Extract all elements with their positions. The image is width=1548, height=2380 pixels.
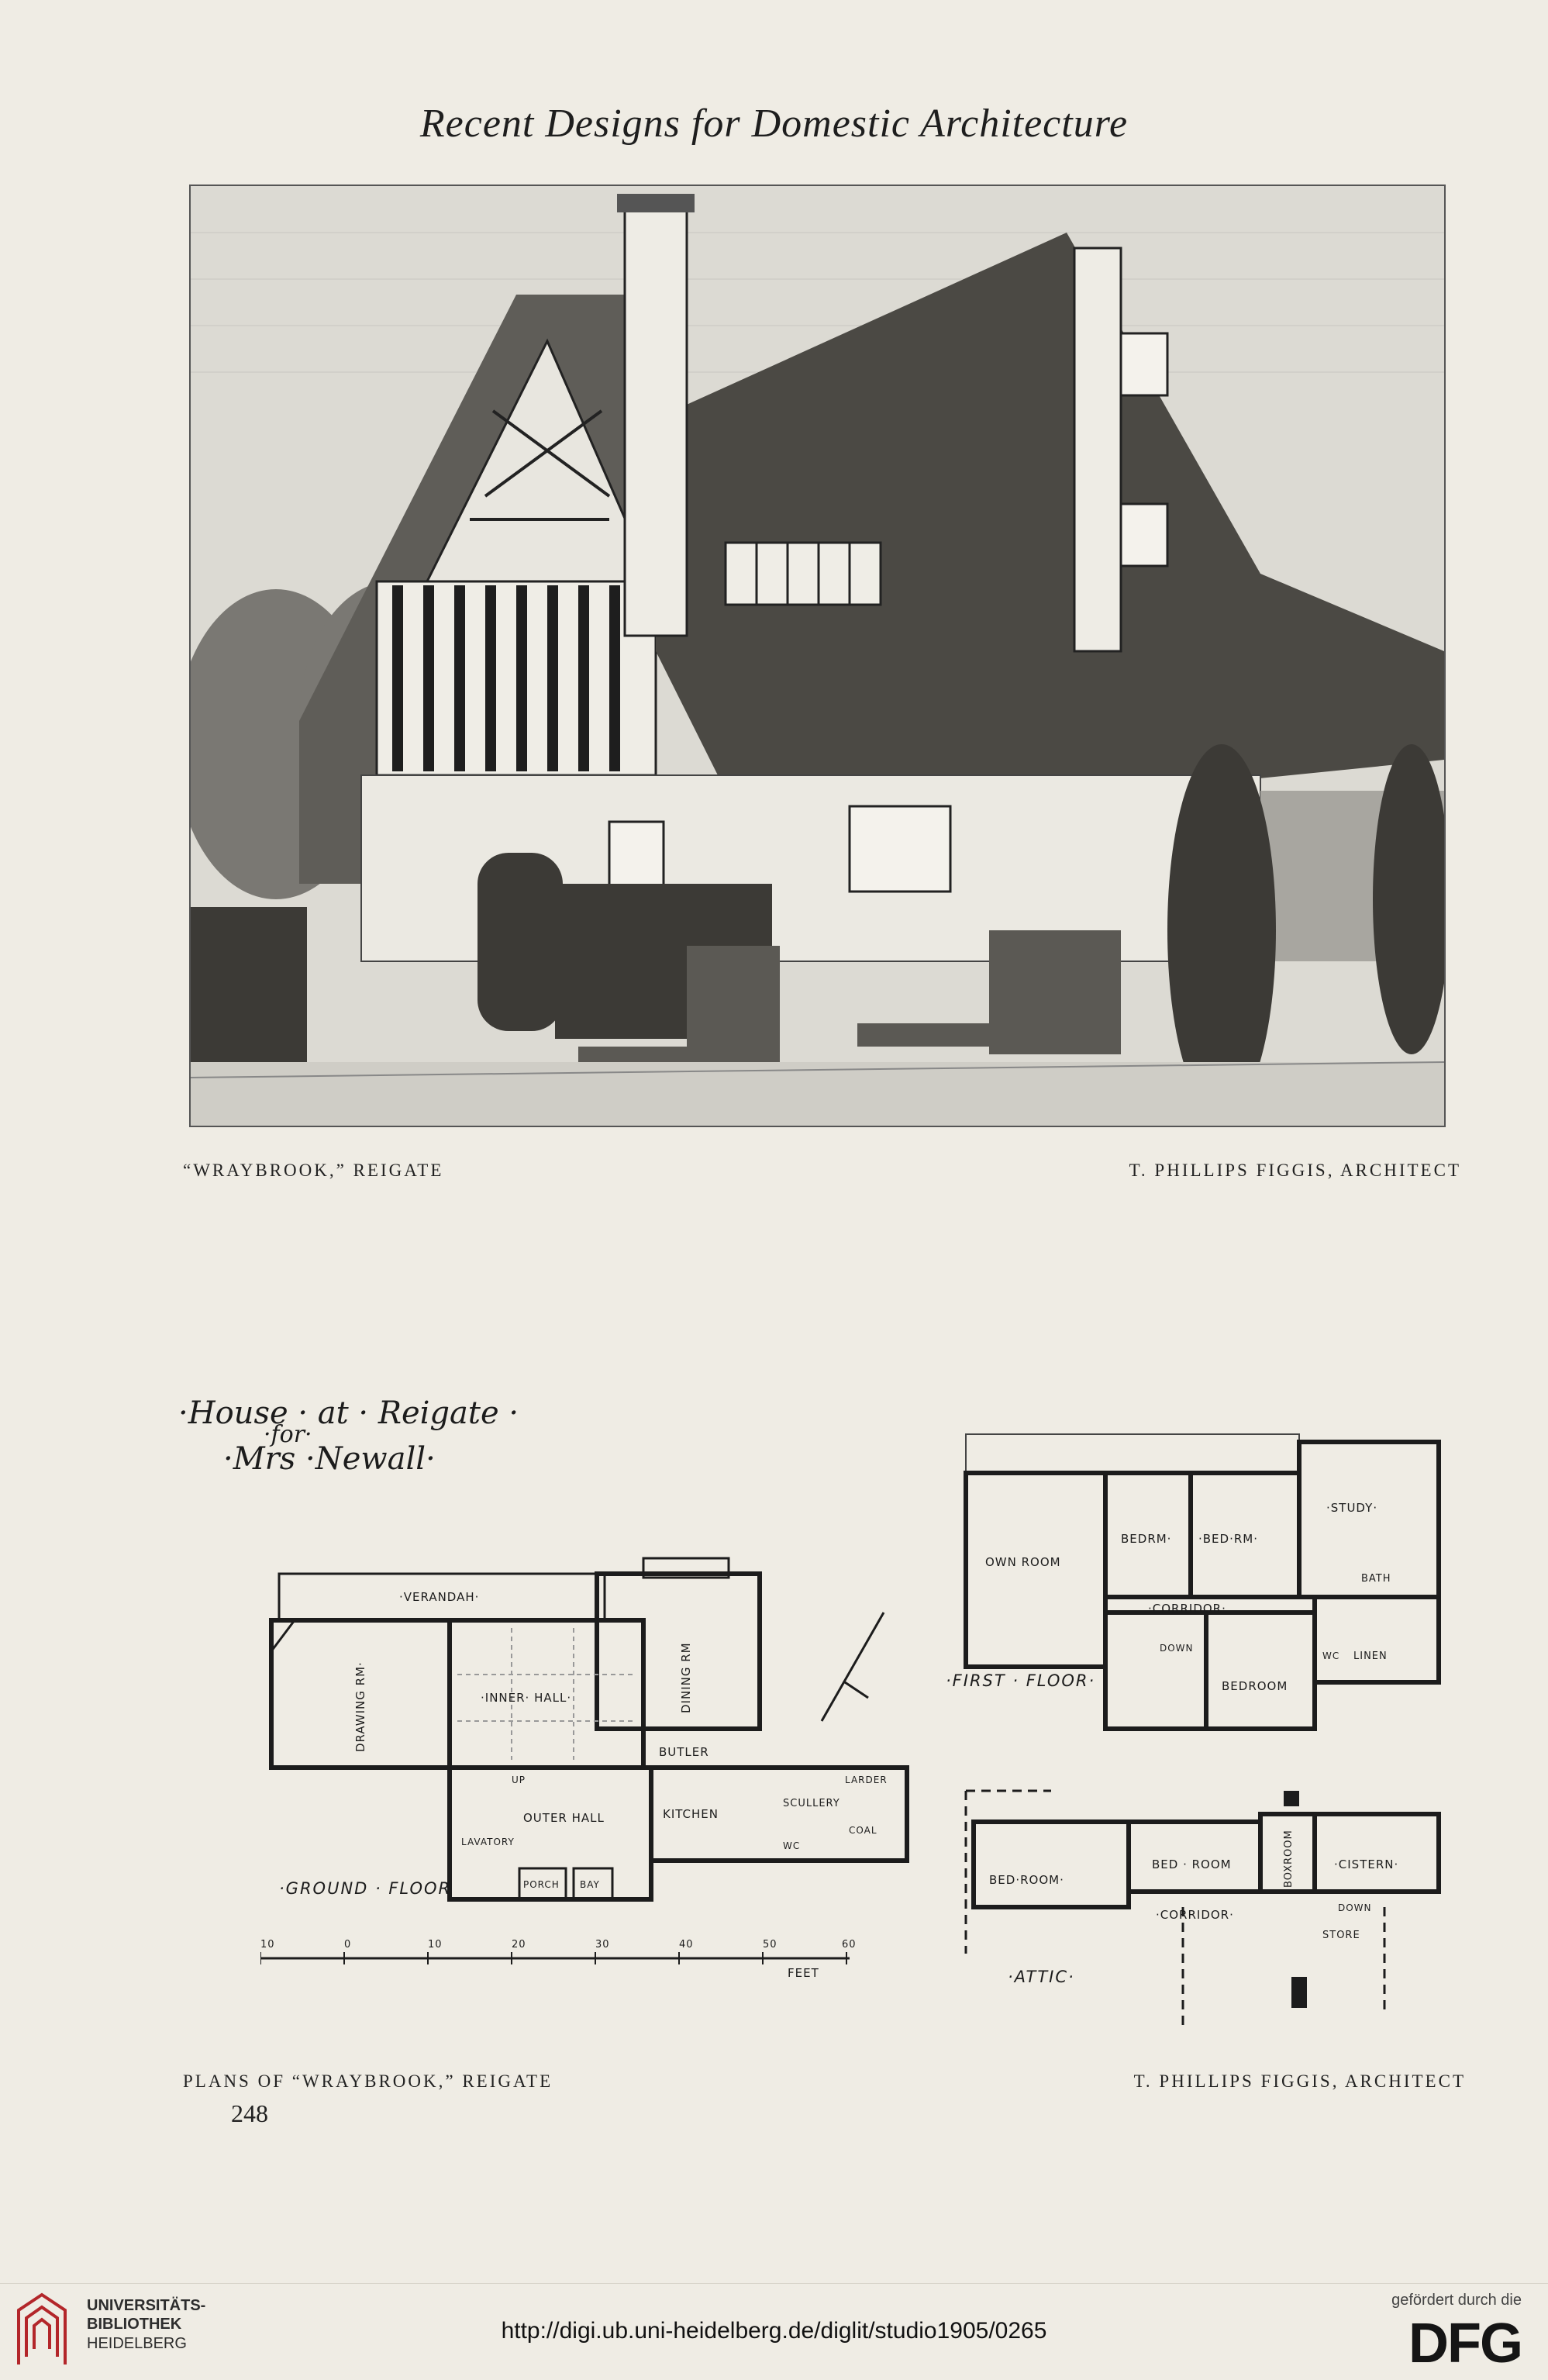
first-room-corridor: ·CORRIDOR· xyxy=(1148,1602,1226,1616)
funder-text: gefördert durch die xyxy=(1391,2292,1522,2309)
ground-room-dining-rm: DINING RM xyxy=(679,1642,693,1713)
north-arrow-icon xyxy=(820,1612,885,1722)
first-room-linen: LINEN xyxy=(1353,1650,1388,1662)
page-number: 248 xyxy=(231,2099,268,2127)
ground-floor-plan: ·VERANDAH· DRAWING RM· ·INNER· HALL· DIN… xyxy=(269,1557,909,1902)
ground-room-drawing-rm: DRAWING RM· xyxy=(353,1661,367,1752)
ground-room-up: UP xyxy=(512,1775,526,1785)
plans-title-line2: ·for· xyxy=(264,1421,312,1448)
ground-room-butler: BUTLER xyxy=(659,1745,709,1759)
scale-tick-0: 10 xyxy=(260,1939,275,1951)
ground-room-verandah: ·VERANDAH· xyxy=(399,1590,479,1604)
ground-room-coal: COAL xyxy=(849,1825,877,1836)
scale-label: FEET xyxy=(788,1966,819,1980)
first-room-study: ·STUDY· xyxy=(1326,1501,1377,1515)
plans-title-line3: ·Mrs ·Newall· xyxy=(223,1440,436,1477)
page-title: Recent Designs for Domestic Architecture xyxy=(419,102,1129,146)
scale-tick-3: 20 xyxy=(512,1939,526,1951)
plans-title-line1: ·House · at · Reigate · xyxy=(178,1395,519,1431)
library-name: UNIVERSITÄTS- BIBLIOTHEK HEIDELBERG xyxy=(87,2296,205,2353)
attic-room-boxroom: BOXROOM xyxy=(1283,1830,1295,1888)
ground-room-outer-hall: OUTER HALL xyxy=(523,1811,605,1825)
first-room-wc: WC xyxy=(1322,1650,1339,1661)
attic-room-down: DOWN xyxy=(1338,1902,1372,1913)
dfg-logo: DFG xyxy=(1408,2313,1523,2375)
university-library-logo-icon xyxy=(17,2292,67,2364)
source-url-link[interactable]: http://digi.ub.uni-heidelberg.de/diglit/… xyxy=(501,2318,1047,2344)
house-drawing xyxy=(191,186,1444,1126)
ground-room-kitchen: KITCHEN xyxy=(663,1807,719,1821)
first-room-bedrm1: BEDRM· xyxy=(1121,1532,1171,1546)
footer-bar xyxy=(0,2283,1548,2380)
illustration-caption-left: “WRAYBROOK,” REIGATE xyxy=(183,1161,444,1180)
ground-room-bay: BAY xyxy=(580,1879,600,1890)
first-room-down: DOWN xyxy=(1160,1643,1194,1654)
first-room-bath: BATH xyxy=(1361,1573,1391,1585)
library-name-line3: HEIDELBERG xyxy=(87,2334,187,2352)
scale-bar: 10 0 10 20 30 40 50 60 FEET xyxy=(260,1939,857,1980)
attic-label: ·ATTIC· xyxy=(1008,1968,1075,1986)
house-illustration xyxy=(189,185,1446,1127)
scale-tick-1: 0 xyxy=(344,1939,351,1951)
first-room-own-room: OWN ROOM xyxy=(985,1555,1061,1569)
ground-room-inner-hall: ·INNER· HALL· xyxy=(481,1691,571,1705)
first-room-bedrm2: ·BED·RM· xyxy=(1198,1532,1258,1546)
ground-room-larder: LARDER xyxy=(845,1775,888,1785)
illustration-caption-right: T. PHILLIPS FIGGIS, ARCHITECT xyxy=(1129,1161,1461,1180)
attic-room-bed-room-left: BED·ROOM· xyxy=(989,1873,1064,1887)
plans-title: ·House · at · Reigate · ·for· ·Mrs ·Newa… xyxy=(178,1395,519,1477)
ground-room-lavatory: LAVATORY xyxy=(461,1837,515,1847)
attic-room-store: STORE xyxy=(1322,1930,1360,1941)
plans-caption-right: T. PHILLIPS FIGGIS, ARCHITECT xyxy=(1133,2071,1466,2091)
scale-tick-7: 60 xyxy=(842,1939,857,1951)
first-floor-plan: OWN ROOM BEDRM· ·BED·RM· ·STUDY· BATH ·C… xyxy=(964,1433,1441,1731)
attic-room-bed-room: BED · ROOM xyxy=(1152,1857,1232,1871)
attic-plan: BED·ROOM· BED · ROOM BOXROOM ·CISTERN· ·… xyxy=(964,1789,1441,2031)
attic-room-cistern: ·CISTERN· xyxy=(1334,1857,1398,1871)
ground-room-wc: WC xyxy=(783,1840,800,1851)
library-name-line2: BIBLIOTHEK xyxy=(87,2316,182,2333)
first-room-bedroom: BEDROOM xyxy=(1222,1679,1288,1693)
library-name-line1: UNIVERSITÄTS- xyxy=(87,2297,206,2314)
first-floor-label: ·FIRST · FLOOR· xyxy=(946,1671,1096,1690)
scale-tick-2: 10 xyxy=(428,1939,443,1951)
ground-room-scullery: SCULLERY xyxy=(783,1798,840,1809)
plans-caption-left: PLANS OF “WRAYBROOK,” REIGATE xyxy=(183,2071,553,2091)
scale-tick-6: 50 xyxy=(763,1939,777,1951)
attic-room-corridor: ·CORRIDOR· xyxy=(1156,1908,1234,1922)
scale-tick-4: 30 xyxy=(595,1939,610,1951)
ground-floor-label: ·GROUND · FLOOR xyxy=(279,1879,452,1898)
ground-room-porch: PORCH xyxy=(523,1879,560,1890)
scale-tick-5: 40 xyxy=(679,1939,694,1951)
